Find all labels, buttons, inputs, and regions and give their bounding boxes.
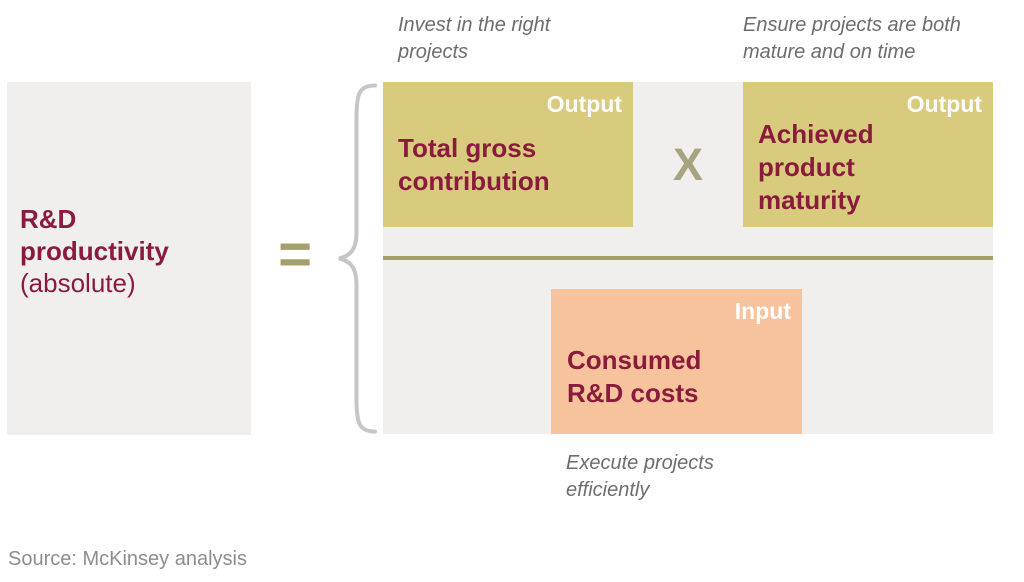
- numerator-box-2-text: Achieved product maturity: [758, 118, 874, 217]
- annotation-top-left-line-2: projects: [398, 41, 469, 63]
- annotation-top-right-line-1: Ensure projects are both: [743, 14, 961, 36]
- result-label-line-1: R&D: [20, 204, 77, 234]
- annotation-bottom: Execute projects efficiently: [566, 450, 714, 504]
- output-tag-1: Output: [546, 91, 622, 117]
- numerator-box-2-line-3: maturity: [758, 185, 861, 215]
- output-tag-2: Output: [906, 91, 982, 117]
- annotation-bottom-line-1: Execute projects: [566, 452, 714, 474]
- fraction-panel: Output Total gross contribution X Output…: [383, 82, 993, 434]
- equals-operator: =: [278, 222, 312, 287]
- numerator-box-total-gross-contribution: Output Total gross contribution: [383, 82, 633, 227]
- result-label-line-2: productivity: [20, 236, 169, 266]
- annotation-top-left-line-1: Invest in the right: [398, 14, 551, 36]
- annotation-top-right-line-2: mature and on time: [743, 41, 916, 63]
- result-label: R&D productivity (absolute): [20, 203, 169, 299]
- source-note: Source: McKinsey analysis: [8, 548, 247, 570]
- curly-brace-icon: [338, 83, 377, 434]
- denominator-box-line-1: Consumed: [567, 345, 702, 375]
- numerator-box-2-line-2: product: [758, 152, 855, 182]
- annotation-top-right: Ensure projects are both mature and on t…: [743, 12, 961, 66]
- denominator-box-consumed-rd-costs: Input Consumed R&D costs: [551, 289, 802, 434]
- numerator-box-1-line-2: contribution: [398, 166, 550, 196]
- denominator-box-text: Consumed R&D costs: [567, 344, 701, 410]
- result-box: R&D productivity (absolute): [7, 82, 251, 435]
- denominator-box-line-2: R&D costs: [567, 378, 699, 408]
- input-tag: Input: [734, 298, 791, 324]
- fraction-divider-line: [383, 256, 993, 260]
- numerator-box-achieved-product-maturity: Output Achieved product maturity: [743, 82, 993, 227]
- annotation-bottom-line-2: efficiently: [566, 479, 650, 501]
- numerator-box-1-text: Total gross contribution: [398, 132, 550, 198]
- annotation-top-left: Invest in the right projects: [398, 12, 550, 66]
- multiply-operator: X: [672, 139, 703, 190]
- result-label-line-3: (absolute): [20, 268, 136, 298]
- numerator-box-2-line-1: Achieved: [758, 119, 874, 149]
- numerator-box-1-line-1: Total gross: [398, 133, 537, 163]
